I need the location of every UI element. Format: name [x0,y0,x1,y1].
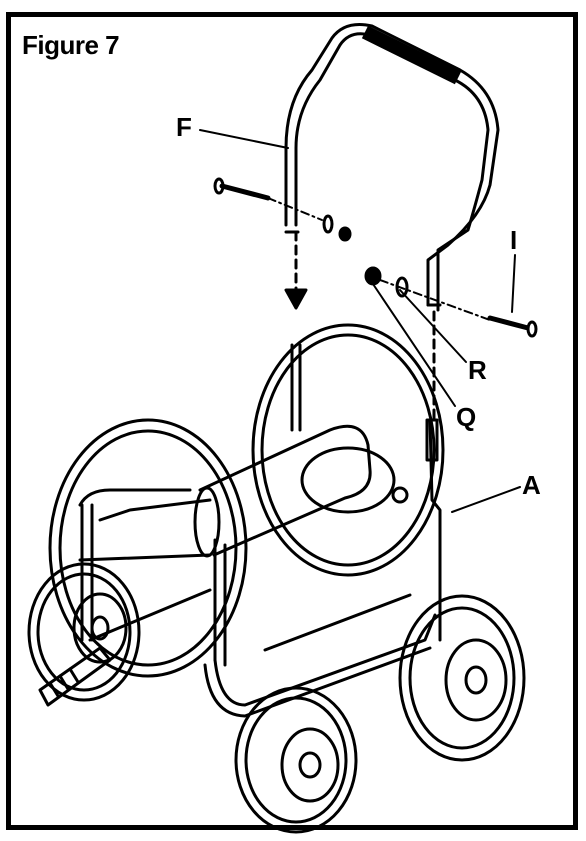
washer-icon-left [322,214,334,234]
handle-assembly-icon [284,23,500,312]
nut-icon-right [364,266,382,286]
part-label-Q: Q [456,402,477,432]
part-label-F: F [176,112,192,142]
nut-icon-left [338,226,352,242]
left-bolt-path [267,197,323,221]
cart-frame-icon [38,323,445,718]
assembly-arrow-head [284,288,308,310]
right-bolt-path [379,279,491,321]
part-label-R: R [468,355,487,385]
part-label-I: I [510,225,518,255]
leader-A [451,486,521,513]
figure-title: Figure 7 [22,30,120,60]
wheel-icon-rear-right [398,594,526,762]
bolt-icon-left [213,177,271,201]
wheel-icon-front-right [234,686,358,834]
leader-F [199,129,289,149]
leader-R [399,289,467,363]
bolt-icon-right [487,315,538,338]
wheel-icon-front-left [27,562,141,702]
part-label-A: A [522,470,541,500]
leader-Q [372,283,456,407]
leader-I [511,254,516,313]
